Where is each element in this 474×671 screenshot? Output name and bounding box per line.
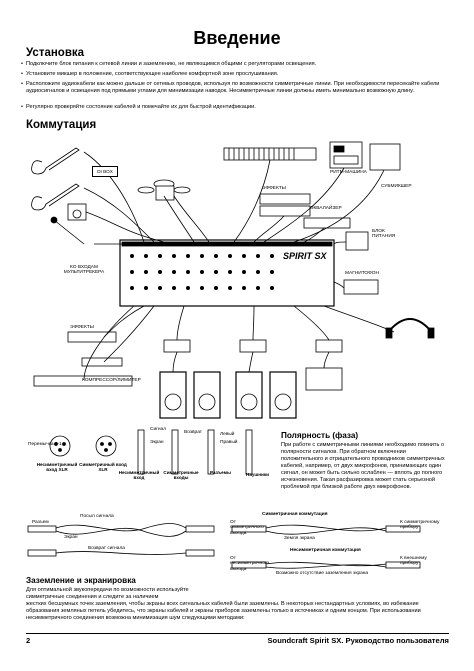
jack-plug-icon [207,429,215,475]
jack-plug-icon [171,429,179,475]
polarity-text: При работе с симметричными линиями необх… [281,442,445,490]
sub-mixer-icon [369,143,401,171]
compressor-label: КОМПРЕССОР/ЛИМИТЕР [82,378,141,383]
install-bullet: Расположите аудиокабели как можно дальше… [21,81,446,95]
xlr-sym-label: Симметричный вход XLR [79,462,127,473]
connector-diagrams [49,429,253,475]
sym-commut-label: Симметричная коммутация [262,512,328,517]
mixer-logo: SPIRIT SX [283,251,327,261]
psu-icon [345,231,369,251]
jumper-label: Перемычка 3-1 [28,442,62,447]
jack-plug-icon [245,429,253,475]
effects-left-label: ЭФФЕКТЫ [70,325,94,330]
jack-plug-icon [137,429,145,475]
di-box: DI BOX [92,166,118,177]
page-number: 2 [26,636,31,645]
ring-label: Возврат [184,430,202,435]
keyboard-icon [223,147,317,161]
effects-rack-icon [259,193,311,205]
tip-label: Сигнал [150,427,167,432]
footer-divider [26,633,449,634]
right-label: Правый [220,440,238,445]
install-heading: Установка [26,47,85,59]
microphone-icon [53,219,85,245]
polarity-heading: Полярность (фаза) [281,431,359,440]
screen-link-label: Возможно отсутствие заземления экрана [276,571,369,576]
to-device-label: К внешнему прибору [400,556,427,567]
signal-send-label: Посыл сигнала [80,514,114,519]
guitar-icon [31,147,80,211]
ground-screen-label: Земля экрана [284,536,315,541]
to-sym-label: К симметричному прибору [400,520,440,531]
asym-in-label: Несимметричный вход [118,470,160,481]
install-bullet: Регулярно проверяйте состояние кабелей и… [21,104,446,111]
speaker-icon [159,371,297,419]
page-title: Введение [193,28,281,48]
jacks-label: Разъемы [210,470,231,475]
screen-label: Экран [150,440,164,445]
left-label: Левый [220,432,235,437]
commut-heading: Коммутация [26,119,97,131]
wiring-diagrams [27,523,421,569]
psu-label: БЛОК ПИТАНИЯ [372,229,396,240]
equalizer-icon [303,217,351,229]
from-asym-label: От несимметричного выхода [230,556,270,572]
drum-kit-icon [137,179,191,201]
multitrack-label: КО ВХОДАМ МУЛЬТИТРЕКЕРА [63,265,105,276]
power-amp-icon [163,339,191,353]
install-bullet: Подключите блок питания к сетевой линии … [21,61,446,68]
footer-title: Soundcraft Spirit SX. Руководство пользо… [267,636,449,645]
asym-commut-label: Несимметричная коммутация [290,548,361,553]
screen-wire-label: Экран [64,535,78,540]
xlr-connector-icon [49,435,71,457]
rhythm-label: РИТМ-МАШИНА [330,170,367,175]
keyboard-lower-icon [33,375,133,387]
mixer-console-icon [119,239,335,307]
install-bullet: Установите микшер в положение, соответст… [21,71,446,78]
effects-top-label: ЭФФЕКТЫ [262,186,286,191]
xlr-connector-icon [95,435,117,457]
connection-diagram [31,141,435,419]
headphones-icon [389,318,431,331]
from-sym-label: От симметричного выхода [230,520,264,536]
submixer-label: СУБМИКШЕР [381,184,412,189]
monitor-speaker-icon [305,367,343,391]
compressor-icon [81,357,123,367]
headphones-label: Наушники [246,472,269,477]
sym-in-label: Симметричные входы [163,470,199,481]
xlr-asym-label: Несимметричный вход XLR [36,462,78,473]
signal-return-label: Возврат сигнала [88,546,125,551]
tape-label: МАГНИТОФОН [345,271,379,276]
plug-label: Разъем [32,520,49,525]
effects-left-icon [67,331,117,343]
grounding-text-narrow: Для оптимальной звукопередачи по возможн… [26,587,189,600]
grounding-heading: Заземление и экранировка [26,576,136,585]
tape-icon [343,279,379,295]
equalizer-label: ЭКВАЛАЙЗЕР [310,206,342,211]
grounding-text-wide: жестких бесшумных точек заземления, чтоб… [26,601,421,621]
